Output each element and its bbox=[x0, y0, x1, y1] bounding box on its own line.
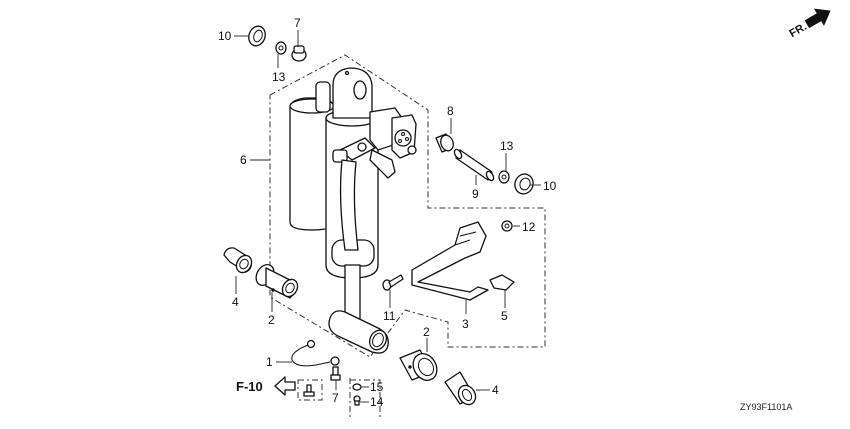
bolt-11[interactable] bbox=[382, 274, 404, 291]
callout-4-left[interactable]: 4 bbox=[232, 295, 239, 309]
callout-4-bottom[interactable]: 4 bbox=[492, 383, 499, 397]
callout-10-top[interactable]: 10 bbox=[218, 29, 232, 43]
bushing-top[interactable] bbox=[291, 45, 307, 62]
front-orientation-marker: FR. bbox=[788, 8, 831, 40]
bolt-9[interactable] bbox=[330, 366, 341, 381]
clip[interactable] bbox=[489, 274, 515, 291]
callout-11[interactable]: 11 bbox=[383, 309, 396, 323]
arrow-front-icon bbox=[804, 8, 831, 29]
bracket[interactable] bbox=[411, 221, 489, 301]
callout-6[interactable]: 6 bbox=[240, 153, 247, 167]
callout-5[interactable]: 5 bbox=[501, 309, 508, 323]
circlip-right[interactable] bbox=[498, 170, 510, 184]
callout-9[interactable]: 7 bbox=[332, 391, 339, 405]
callout-13-top[interactable]: 13 bbox=[272, 70, 286, 84]
reference-group-outline bbox=[297, 379, 323, 401]
leader-lines bbox=[234, 30, 541, 403]
callout-numbers: 10 13 7 6 8 9 13 10 12 3 5 11 4 2 2 4 1 … bbox=[218, 16, 557, 409]
arrow-left-outline-icon[interactable] bbox=[274, 376, 296, 396]
reference-label[interactable]: F-10 bbox=[236, 379, 263, 394]
callout-12[interactable]: 12 bbox=[522, 220, 536, 234]
callout-14[interactable]: 14 bbox=[370, 395, 384, 409]
assembly-group-outline bbox=[269, 54, 546, 358]
washer-15[interactable] bbox=[352, 383, 362, 391]
bolt-14[interactable] bbox=[353, 395, 361, 406]
pin[interactable] bbox=[453, 148, 495, 182]
callout-10-right[interactable]: 10 bbox=[543, 179, 557, 193]
front-label: FR. bbox=[788, 21, 809, 40]
reference-bolt bbox=[303, 384, 315, 397]
callout-2-bottom[interactable]: 2 bbox=[423, 325, 430, 339]
nut[interactable] bbox=[501, 220, 513, 232]
bushing-right[interactable] bbox=[435, 133, 455, 153]
power-tilt-assembly[interactable] bbox=[289, 67, 417, 354]
drawing-code: ZY93F1101A bbox=[740, 402, 792, 412]
ground-cable[interactable] bbox=[291, 339, 340, 367]
callout-7-right[interactable]: 8 bbox=[447, 104, 454, 118]
callout-15[interactable]: 15 bbox=[370, 380, 384, 394]
collar-left[interactable] bbox=[223, 247, 255, 275]
bushing-bottom[interactable] bbox=[399, 349, 442, 384]
seal-top[interactable] bbox=[246, 24, 268, 48]
circlip-top[interactable] bbox=[275, 41, 287, 55]
callout-3[interactable]: 3 bbox=[462, 317, 469, 331]
callout-13-right[interactable]: 13 bbox=[500, 139, 514, 153]
callout-2-left[interactable]: 2 bbox=[268, 313, 275, 327]
collar-bottom[interactable] bbox=[444, 371, 479, 408]
seal-right[interactable] bbox=[512, 172, 536, 197]
callout-1[interactable]: 1 bbox=[266, 355, 273, 369]
callout-8[interactable]: 9 bbox=[472, 187, 479, 201]
bushing-left[interactable] bbox=[253, 261, 301, 299]
hardware-group-outline bbox=[349, 378, 381, 420]
callout-7-top[interactable]: 7 bbox=[294, 16, 301, 30]
